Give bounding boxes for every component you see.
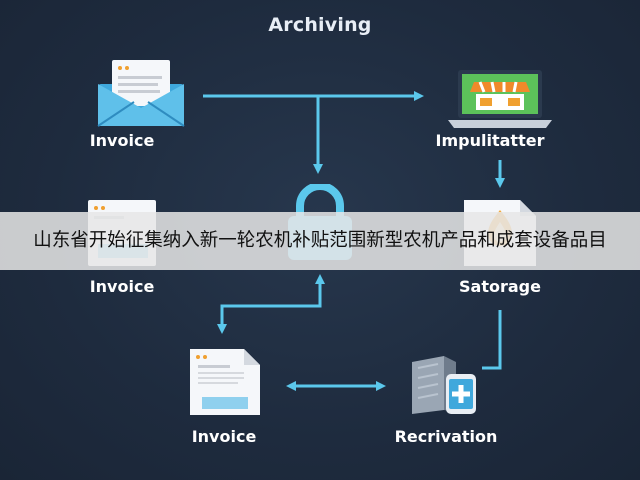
node-impulitatter <box>446 68 554 132</box>
label-recrivation: Recrivation <box>394 427 498 446</box>
caption-banner: 山东省开始征集纳入新一轮农机补贴范围新型农机产品和成套设备品目 <box>0 212 640 270</box>
label-satorage: Satorage <box>459 277 541 296</box>
diagram-title: Archiving <box>268 14 372 36</box>
server-phone-icon <box>412 356 476 414</box>
label-invoice-bottom: Invoice <box>191 427 257 446</box>
node-invoice-bottom <box>188 347 262 417</box>
arrow-satorage-to-recrivation <box>482 310 502 370</box>
label-invoice-top: Invoice <box>89 131 155 150</box>
laptop-store-icon <box>448 70 552 128</box>
caption-banner-text: 山东省开始征集纳入新一轮农机补贴范围新型农机产品和成套设备品目 <box>33 230 607 251</box>
arrow-lock-to-invoice-mid <box>217 280 322 334</box>
label-invoice-mid: Invoice <box>89 277 155 296</box>
invoice-document-icon <box>190 349 260 415</box>
envelope-invoice-icon <box>97 60 185 127</box>
label-impulitatter: Impulitatter <box>435 131 545 150</box>
node-recrivation <box>408 354 480 416</box>
node-invoice-top <box>96 56 186 128</box>
